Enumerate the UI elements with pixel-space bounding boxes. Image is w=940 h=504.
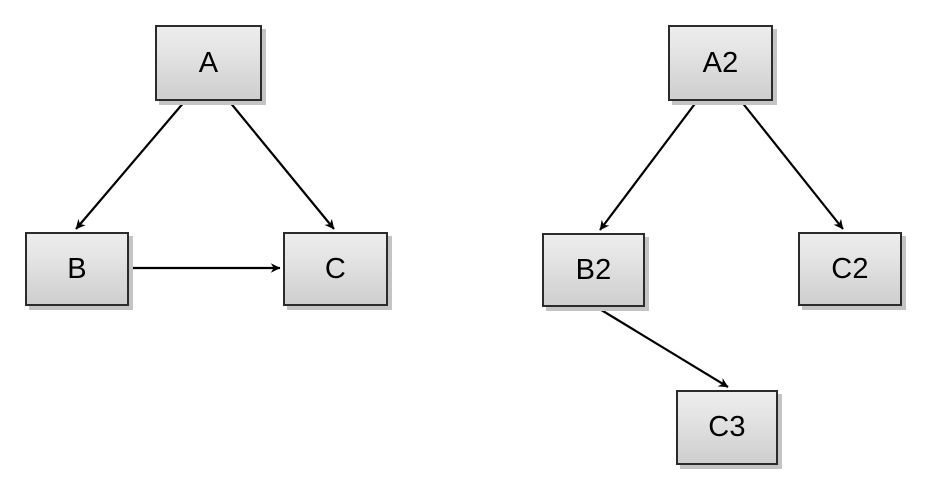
node-a2[interactable]: A2 bbox=[668, 25, 773, 101]
edge-b2-c3 bbox=[597, 307, 729, 388]
node-label-c: C bbox=[324, 252, 347, 285]
node-label-c2: C2 bbox=[831, 252, 869, 285]
node-c3[interactable]: C3 bbox=[676, 390, 778, 465]
node-label-a: A bbox=[198, 46, 219, 79]
edge-a-b bbox=[75, 100, 186, 230]
node-label-b: B bbox=[67, 252, 87, 285]
node-a[interactable]: A bbox=[155, 25, 262, 101]
node-c[interactable]: C bbox=[283, 232, 388, 306]
edge-a-c bbox=[228, 100, 335, 230]
edge-a2-c2 bbox=[740, 100, 844, 230]
node-label-c3: C3 bbox=[708, 411, 746, 443]
node-c2[interactable]: C2 bbox=[798, 232, 902, 306]
node-b[interactable]: B bbox=[25, 232, 129, 306]
node-label-b2: B2 bbox=[575, 253, 612, 286]
node-label-a2: A2 bbox=[702, 46, 739, 79]
node-b2[interactable]: B2 bbox=[542, 233, 645, 307]
edge-a2-b2 bbox=[599, 100, 698, 231]
